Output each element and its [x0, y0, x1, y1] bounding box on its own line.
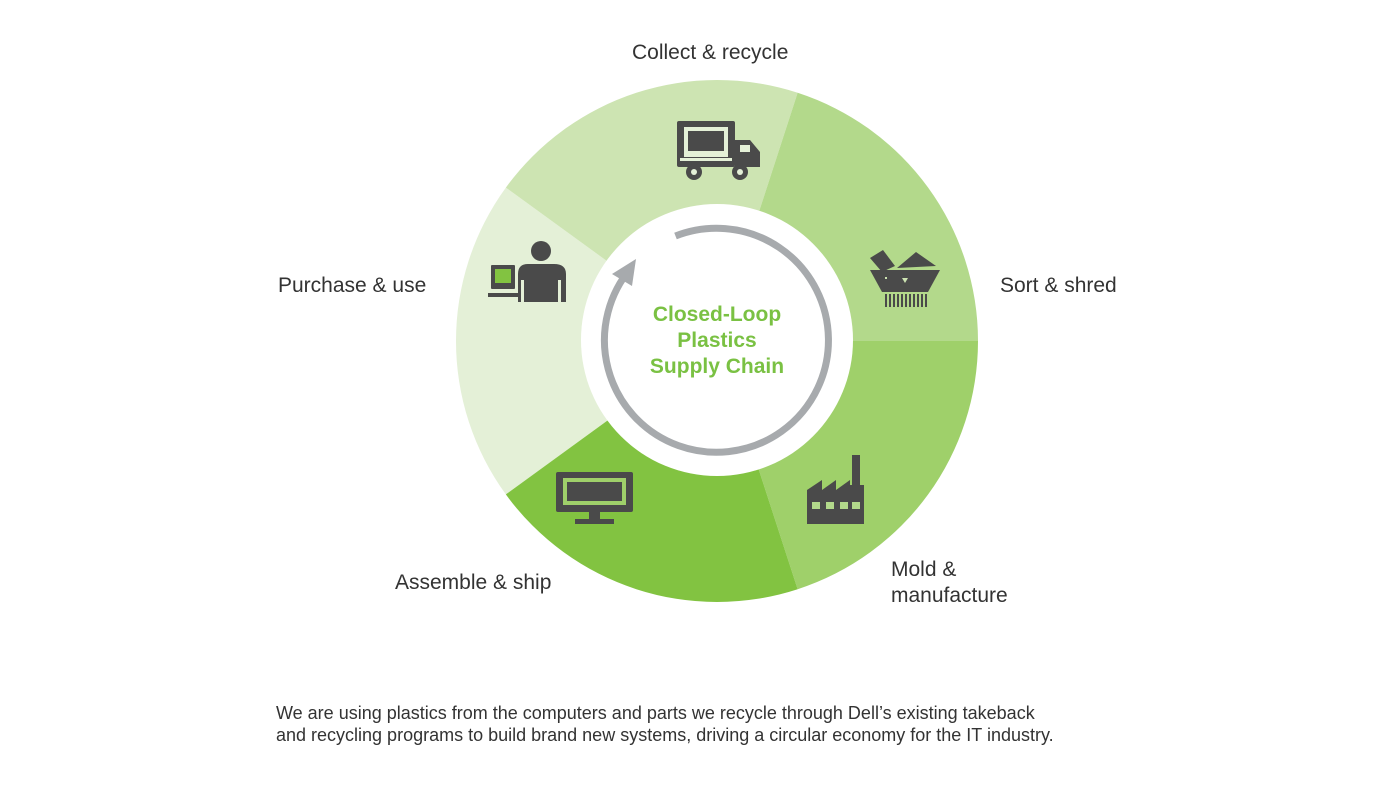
caption-line1: We are using plastics from the computers…	[276, 703, 1035, 723]
caption-line2: and recycling programs to build brand ne…	[276, 725, 1054, 745]
center-circle	[581, 204, 853, 476]
cycle-arrow	[600, 224, 832, 456]
stage-label-sort-shred: Sort & shred	[1000, 274, 1117, 297]
center-title: Closed-Loop Plastics Supply Chain	[627, 302, 807, 380]
stage-label-mold-manufacture: Mold & manufacture	[891, 557, 1051, 609]
center-title-line2: Plastics	[677, 329, 757, 352]
shredder-icon	[870, 250, 940, 307]
center-title-line1: Closed-Loop	[652, 303, 782, 326]
stage-label-purchase-use: Purchase & use	[278, 274, 427, 297]
stage-label-mold-line2: manufacture	[891, 584, 1008, 607]
caption: We are using plastics from the computers…	[276, 702, 1156, 746]
stage-label-collect-recycle: Collect & recycle	[632, 41, 789, 64]
truck-icon	[677, 121, 760, 180]
stage-label-assemble-ship: Assemble & ship	[395, 571, 552, 594]
cycle-arrow-head	[612, 259, 636, 286]
segment-assemble-ship	[757, 341, 978, 590]
monitor-icon	[556, 472, 633, 524]
segment-purchase-use	[505, 417, 798, 602]
factory-icon	[807, 455, 864, 524]
stage-label-mold-line1: Mold &	[891, 558, 957, 581]
center-title-line3: Supply Chain	[649, 355, 785, 378]
person-computer-icon	[488, 241, 566, 302]
segment-collect-recycle	[456, 187, 612, 495]
